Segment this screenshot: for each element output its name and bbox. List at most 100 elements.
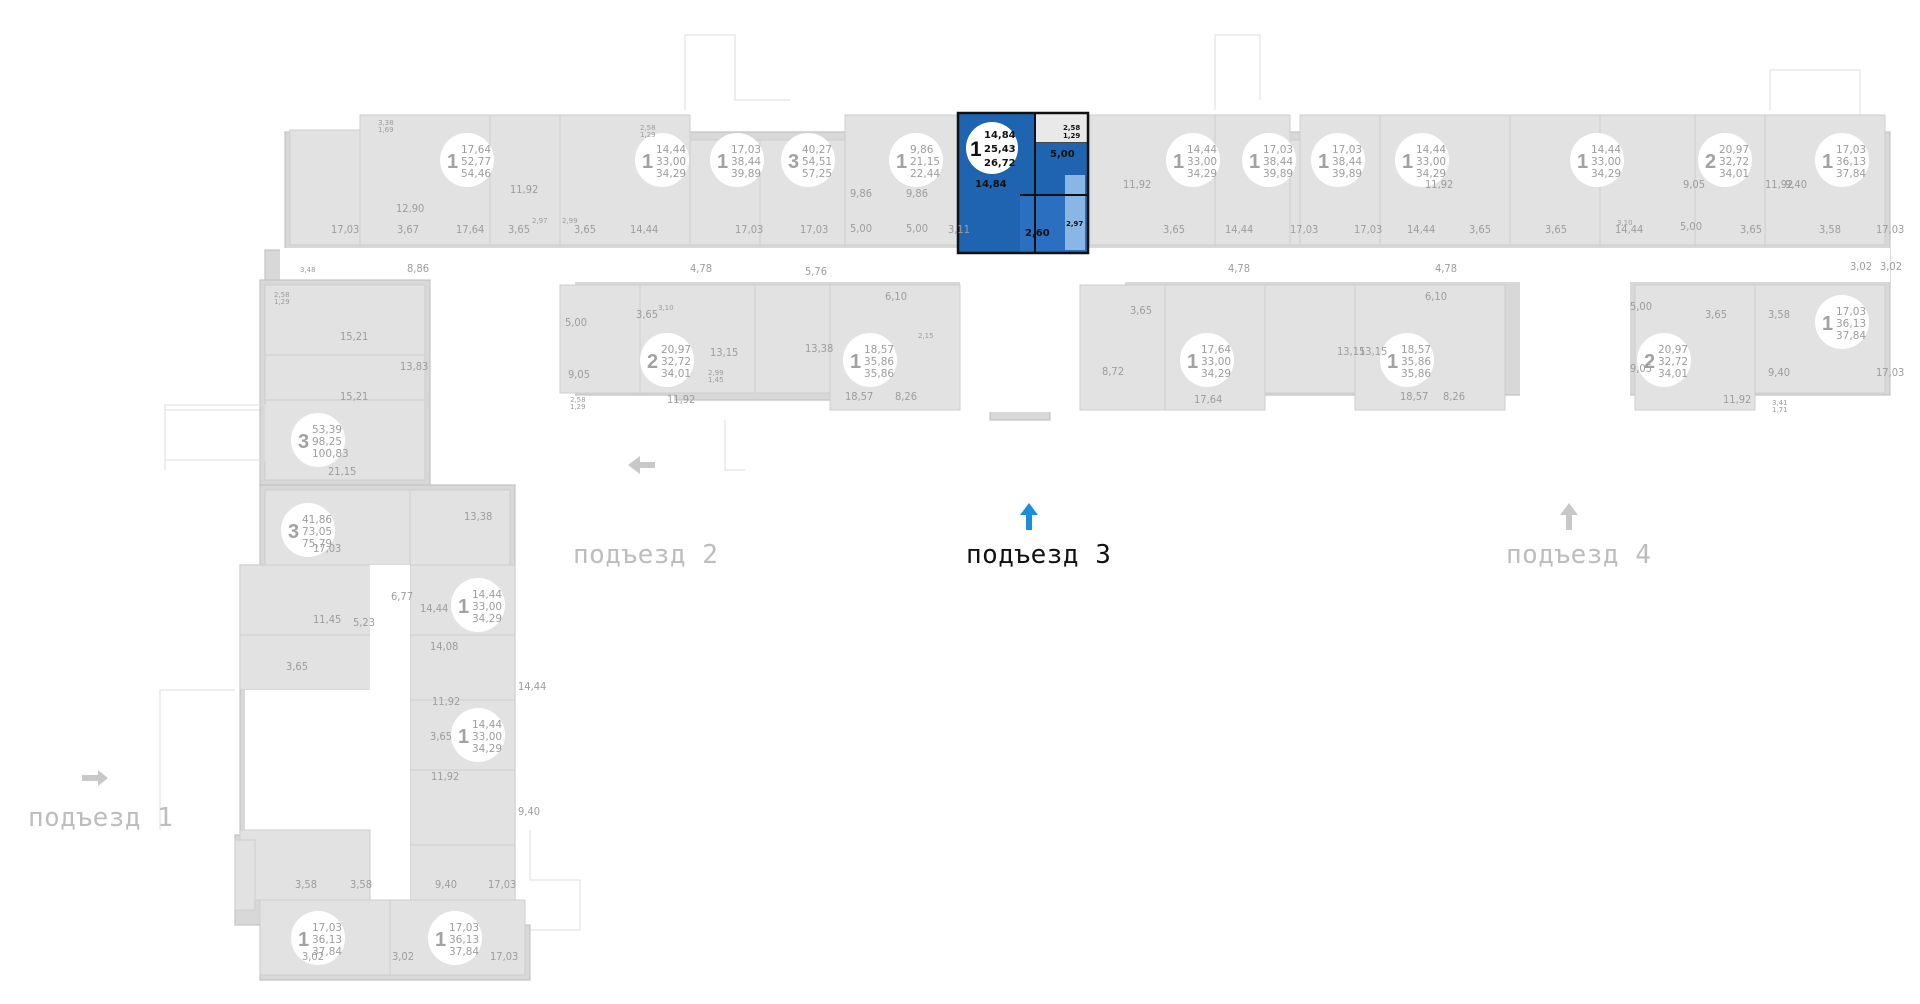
apartment-area-value: 33,00	[1201, 356, 1231, 368]
apartment-area-value: 33,00	[472, 731, 502, 743]
balcony-area-label: 1,69	[378, 126, 394, 134]
room-area-label: 3,65	[636, 308, 658, 321]
apartment-area-value: 41,86	[302, 514, 332, 526]
apartment-rooms-count: 1	[642, 151, 653, 173]
apartment-badge-circle	[428, 911, 482, 965]
room-area-label: 3,58	[295, 878, 317, 891]
room-area-label: 9,40	[1768, 366, 1790, 379]
apartment-rooms-count: 1	[435, 929, 446, 951]
room-area-label: 12,90	[396, 202, 424, 215]
selected-total-balcony-area: 26,72	[984, 158, 1016, 169]
apartment-badge-circle	[1395, 133, 1449, 187]
apartment-badge-circle	[1815, 133, 1869, 187]
apartment-rooms-count: 1	[447, 151, 458, 173]
entrance-label-2[interactable]: подъезд 2	[573, 540, 718, 570]
apartment-area-value: 35,86	[864, 356, 894, 368]
apartment-rooms-count: 1	[896, 151, 907, 173]
room-area-label: 17,03	[1876, 223, 1904, 236]
room-area-label: 8,86	[407, 262, 429, 275]
room-area-label: 13,83	[400, 360, 428, 373]
room-area-label: 5,00	[1630, 300, 1652, 313]
room-area-label: 13,15	[1337, 345, 1365, 358]
balcony-area-label: 1,71	[1772, 406, 1788, 414]
apartment-area-value: 53,39	[312, 424, 342, 436]
apartment-rooms-count: 1	[458, 726, 469, 748]
entrance-arrow-1	[82, 770, 108, 786]
room-area-label: 11,92	[667, 393, 695, 406]
apartment-area-value: 34,29	[472, 743, 502, 755]
entrance-label-4[interactable]: подъезд 4	[1506, 540, 1651, 570]
room-area-label: 6,77	[391, 590, 413, 603]
apartment-badge-circle	[1180, 333, 1234, 387]
apartment-area-value: 39,89	[1263, 168, 1293, 180]
apartment-area-value: 38,44	[1332, 156, 1362, 168]
room-area-label: 11,92	[431, 770, 459, 783]
apartment-area-value: 40,27	[802, 144, 832, 156]
apartment-badge-circle	[1380, 333, 1434, 387]
apartment-area-value: 17,03	[312, 922, 342, 934]
balcony-area-label: 1,29	[640, 131, 656, 139]
apartment-area-value: 22,44	[910, 168, 940, 180]
entrance-label-1[interactable]: подъезд 1	[28, 803, 173, 833]
room-area-label: 5,00	[565, 316, 587, 329]
apartment-area-value: 21,15	[910, 156, 940, 168]
room-area-label: 17,03	[331, 223, 359, 236]
room-area-label: 6,10	[885, 290, 907, 303]
apartment-area-value: 17,03	[731, 144, 761, 156]
entrance-label-3[interactable]: подъезд 3	[966, 540, 1111, 570]
selected-apartment[interactable]	[956, 111, 1090, 255]
room-area-label: 18,57	[1400, 390, 1428, 403]
apartment-area-value: 35,86	[1401, 356, 1431, 368]
room-area-label: 15,21	[340, 330, 368, 343]
apartment-area-value: 17,64	[1201, 344, 1231, 356]
room-area-label: 3,58	[350, 878, 372, 891]
apartment-area-value: 17,03	[1263, 144, 1293, 156]
apartment-badge-circle	[1637, 333, 1691, 387]
apartment-rooms-count: 1	[1577, 151, 1588, 173]
apartment-area-value: 18,57	[864, 344, 894, 356]
apartment-rooms-count: 1	[1402, 151, 1413, 173]
room-area-label: 5,00	[850, 222, 872, 235]
apartment-area-value: 33,00	[1416, 156, 1446, 168]
selected-bath-area: 2,97	[1066, 220, 1083, 228]
apartment-badge-circle	[843, 333, 897, 387]
apartment-area-value: 17,03	[1836, 306, 1866, 318]
apartment-area-value: 20,97	[661, 344, 691, 356]
building-main-wing	[264, 114, 1891, 421]
apartment-badge-circle	[1242, 133, 1296, 187]
apartment-area-value: 36,13	[1836, 156, 1866, 168]
apartment-area-value: 17,03	[1332, 144, 1362, 156]
apartment-area-value: 33,00	[1591, 156, 1621, 168]
apartment-badge-circle	[635, 133, 689, 187]
apartment-badge-circle	[451, 708, 505, 762]
apartment-area-value: 14,44	[472, 589, 502, 601]
room-area-label: 14,44	[1407, 223, 1435, 236]
room-area-label: 11,45	[313, 613, 341, 626]
room-area-label: 5,23	[353, 616, 375, 629]
